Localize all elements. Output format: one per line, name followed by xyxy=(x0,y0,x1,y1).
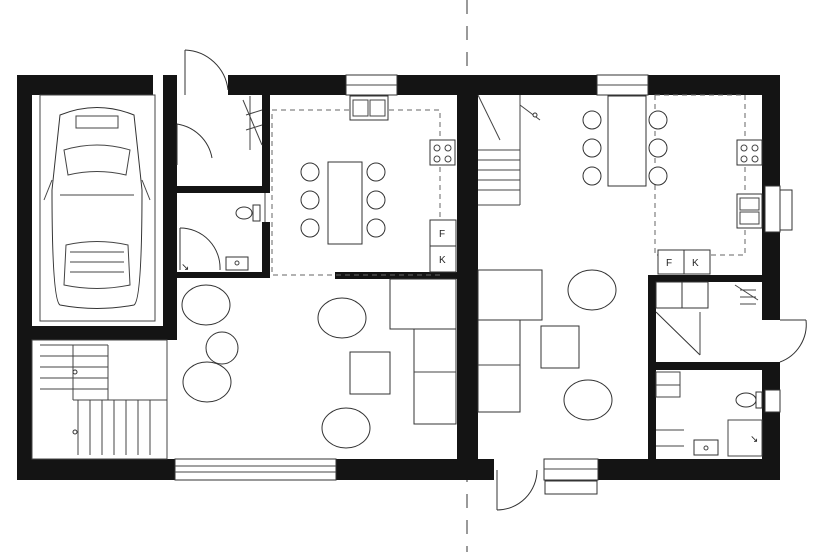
freezer-label: K xyxy=(439,255,446,266)
armchair-right-bottom xyxy=(563,379,613,421)
door-right-entry[interactable] xyxy=(496,469,538,511)
storage-closet xyxy=(176,96,263,165)
dining-table xyxy=(327,161,363,245)
kitchen-sink-right-icon xyxy=(736,193,763,229)
living-room-right xyxy=(477,269,617,421)
stairs-right xyxy=(477,94,541,206)
garage xyxy=(39,94,156,322)
coffee-table xyxy=(349,351,391,395)
fridge-left xyxy=(429,219,457,247)
wall-kitchen-left-lower xyxy=(262,222,270,278)
dining-chairs-right xyxy=(582,110,668,186)
stove-icon xyxy=(429,139,456,166)
freezer-right-label: K xyxy=(692,258,699,269)
freezer-right xyxy=(683,249,711,275)
sofa-right xyxy=(477,269,543,413)
window-right-bath-side xyxy=(764,389,781,413)
windows xyxy=(174,74,781,481)
bathroom-left: ↘ xyxy=(179,204,261,273)
sofa-left xyxy=(389,278,457,425)
stairs-left xyxy=(31,339,168,460)
wall-kitchen-left-upper xyxy=(262,95,270,193)
bathroom-right: ↘ xyxy=(655,371,763,457)
living-room-left xyxy=(181,278,457,449)
gravel-patches xyxy=(544,189,793,495)
sink-icon xyxy=(225,256,249,271)
dining-table-right xyxy=(607,95,647,187)
sink-right-icon xyxy=(693,439,719,456)
wall-left xyxy=(17,75,32,480)
armchair-icon xyxy=(181,284,371,449)
wall-storage-bath xyxy=(177,186,267,193)
wall-bath-bottom xyxy=(177,272,270,278)
wall-wardrobe-left xyxy=(648,275,656,375)
wall-kitchen-bottom xyxy=(335,272,457,279)
window-right-kitchen-side xyxy=(764,185,781,233)
fridge-right-label: F xyxy=(666,258,672,269)
coffee-table-right xyxy=(540,325,580,369)
door-right-side[interactable] xyxy=(779,319,807,363)
shower-right xyxy=(727,419,763,457)
dining-chairs xyxy=(300,162,386,238)
side-table xyxy=(205,331,239,365)
stove-right-icon xyxy=(736,139,763,166)
shower-door xyxy=(179,227,221,271)
shower-drain-mark: ↘ xyxy=(181,262,189,273)
shower-right-drain: ↘ xyxy=(750,434,758,445)
fridge-label: F xyxy=(439,229,445,240)
wall-bottom-mid xyxy=(336,459,494,480)
wall-right-kitchen-bottom xyxy=(648,275,762,282)
wall-garage-right xyxy=(163,75,177,340)
wall-top-mid xyxy=(228,75,346,95)
toilet-icon xyxy=(235,206,253,220)
door-left-entry[interactable] xyxy=(184,49,229,95)
car-icon xyxy=(43,107,151,309)
wall-top-center xyxy=(397,75,597,95)
armchair-right-top xyxy=(567,269,617,311)
wall-top-left xyxy=(17,75,153,95)
window-left-living xyxy=(174,458,337,481)
wall-bottom-right xyxy=(598,459,780,480)
wall-bath-top xyxy=(648,362,762,370)
kitchen-right: F K xyxy=(582,94,763,275)
wall-party xyxy=(457,75,478,480)
wall-bottom-left xyxy=(17,459,175,480)
toilet-right-icon xyxy=(735,392,757,408)
wall-bath-left xyxy=(648,362,656,480)
kitchen-left: F K xyxy=(264,95,457,276)
freezer-left xyxy=(429,245,457,273)
wall-garage-bottom xyxy=(32,326,172,340)
wall-top-right xyxy=(648,75,780,95)
garage-floor xyxy=(39,94,156,322)
wardrobe-right xyxy=(655,281,759,356)
